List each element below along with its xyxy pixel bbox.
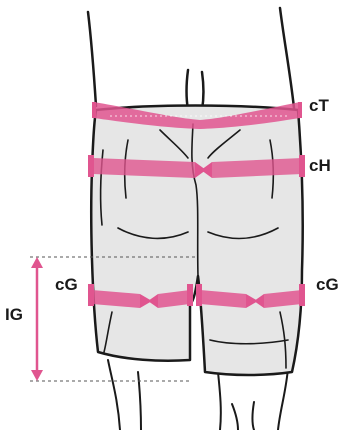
waist-label: cT (309, 97, 329, 114)
torso-outline (88, 8, 294, 110)
right-thigh-label: cG (316, 276, 339, 293)
hip-label: cH (309, 157, 331, 174)
left-thigh-label: cG (55, 276, 78, 293)
inseam-label: IG (5, 306, 23, 323)
arrow-up-icon (31, 257, 43, 268)
arrow-down-icon (31, 370, 43, 381)
